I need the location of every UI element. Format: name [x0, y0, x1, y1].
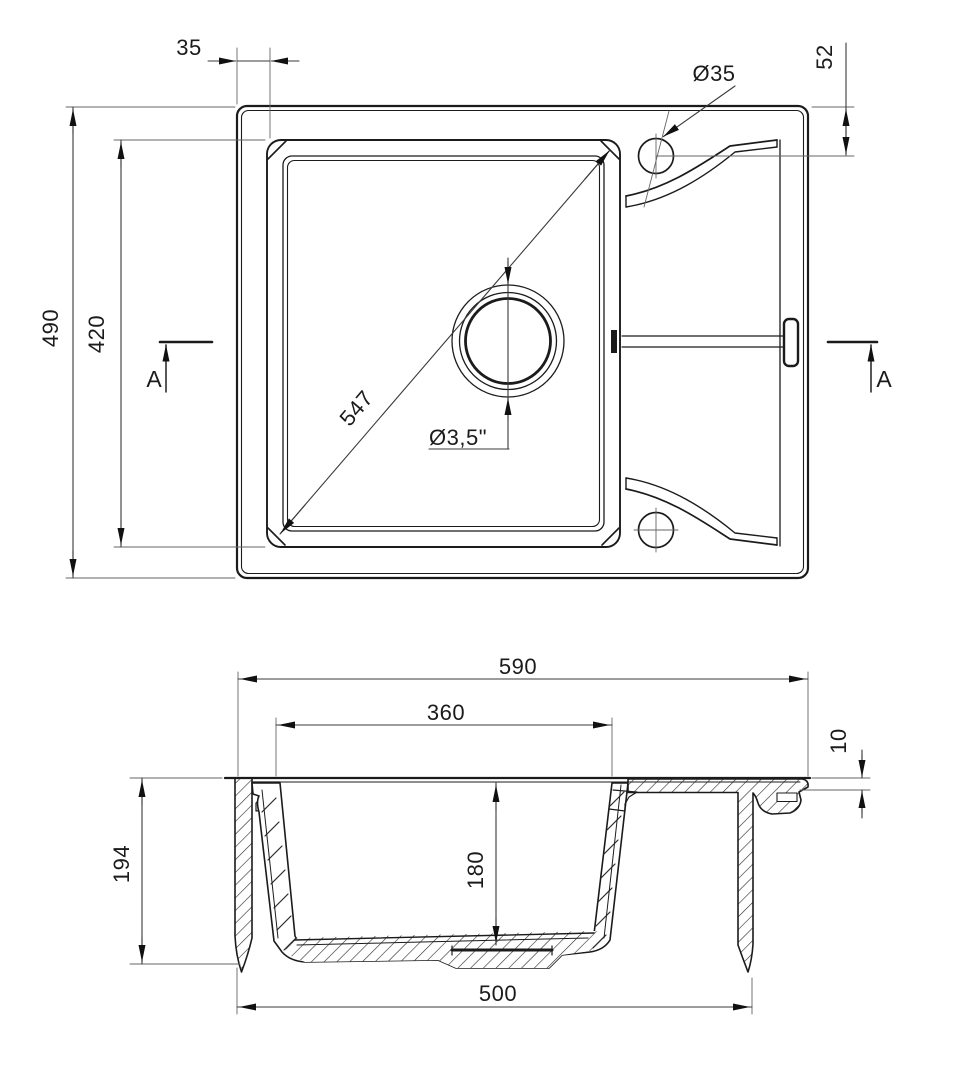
dim-420-label: 420 [84, 315, 109, 353]
dim-drain-label: Ø3,5" [429, 425, 487, 450]
dim-faucet-hole-label: Ø35 [692, 61, 735, 86]
left-wall-inner-line [261, 789, 279, 939]
section-view [129, 671, 871, 1015]
dim-590-label: 590 [499, 654, 537, 679]
section-label-left: A [146, 366, 162, 392]
dim-180-label: 180 [463, 851, 488, 889]
edge-clip-notch [776, 792, 798, 803]
drain-dimension [428, 257, 512, 450]
section-floor-hatch [284, 931, 608, 968]
dimension-10 [799, 749, 871, 819]
faucet-hole-bottom [633, 507, 679, 553]
dimension-52 [655, 42, 855, 157]
diagonal-dimension [279, 149, 611, 535]
dim-10-label: 10 [826, 728, 851, 753]
section-marker-left [158, 340, 214, 393]
section-right-lip-step [608, 789, 638, 812]
drainer-groove-bottom [625, 488, 778, 546]
dimension-360 [275, 717, 613, 777]
section-label-right: A [876, 366, 892, 392]
dim-490-label: 490 [38, 309, 63, 347]
left-wall-hatch-ticks [261, 797, 297, 951]
dimension-590 [237, 671, 809, 777]
dimension-500 [236, 967, 753, 1015]
section-marker-right [826, 340, 879, 393]
faucet-dimension-leader [643, 85, 736, 208]
dim-194-label: 194 [109, 845, 134, 883]
dim-500-label: 500 [479, 981, 517, 1006]
drainer-ledge [625, 139, 781, 547]
section-view-labels: 590 360 10 194 180 500 [109, 654, 851, 1006]
dim-360-label: 360 [427, 700, 465, 725]
overflow-channel [611, 317, 800, 368]
sink-inner-contour [240, 109, 805, 575]
dim-547-label: 547 [334, 385, 378, 430]
drain-recess [450, 945, 554, 956]
dimension-420 [113, 139, 266, 548]
dim-35-label: 35 [176, 35, 201, 60]
plan-view [65, 42, 879, 580]
dimension-35 [207, 47, 300, 139]
section-right-deck [627, 778, 809, 973]
drainer-groove-top [625, 139, 778, 197]
bowl-outline [266, 139, 621, 548]
dim-52-label: 52 [812, 44, 837, 69]
section-left-wall [234, 777, 253, 973]
sink-outer-contour [235, 104, 810, 580]
overflow-slot [611, 330, 617, 353]
dimension-194 [129, 777, 241, 965]
dimension-490 [65, 106, 236, 579]
overflow-cover [782, 317, 800, 368]
